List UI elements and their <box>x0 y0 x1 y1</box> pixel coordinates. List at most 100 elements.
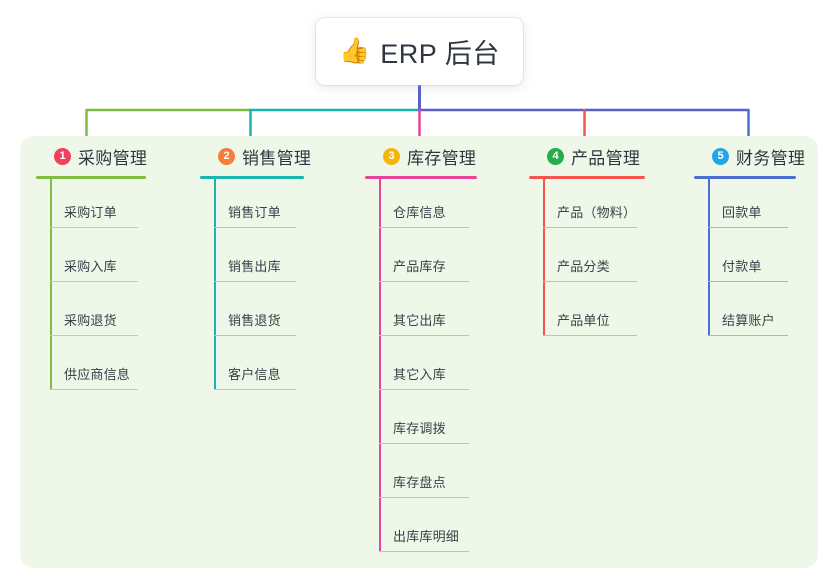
leaf-node-label: 产品单位 <box>557 313 610 328</box>
leaf-node-underline <box>543 226 637 228</box>
leaf-node-underline <box>379 442 469 444</box>
leaf-node[interactable]: 采购入库 <box>36 233 147 287</box>
leaf-node-label: 客户信息 <box>228 367 281 382</box>
leaf-node-label: 仓库信息 <box>393 205 446 220</box>
leaf-node[interactable]: 客户信息 <box>200 341 311 395</box>
leaf-node-underline <box>708 334 788 336</box>
branch-badge-5: 5 <box>712 147 729 165</box>
leaf-node-underline <box>50 334 138 336</box>
leaf-node-label: 库存盘点 <box>393 475 446 490</box>
leaf-node[interactable]: 出库库明细 <box>365 503 477 557</box>
branch-column-5: 5 财务管理回款单付款单结算账户 <box>694 143 805 341</box>
leaf-node-underline <box>379 280 469 282</box>
branch-items-1: 采购订单采购入库采购退货供应商信息 <box>36 179 147 395</box>
leaf-node-label: 产品库存 <box>393 259 446 274</box>
branch-rail-4 <box>543 179 545 336</box>
leaf-node-underline <box>379 226 469 228</box>
branch-badge-1: 1 <box>54 147 71 165</box>
branch-rail-2 <box>214 179 216 390</box>
leaf-node-underline <box>708 226 788 228</box>
page-title: ERP 后台 <box>380 39 500 69</box>
branch-column-3: 3 库存管理仓库信息产品库存其它出库其它入库库存调拨库存盘点出库库明细 <box>365 143 477 557</box>
leaf-node-underline <box>50 226 138 228</box>
leaf-node-underline <box>214 334 296 336</box>
leaf-node[interactable]: 采购订单 <box>36 179 147 233</box>
branch-header-5[interactable]: 5 财务管理 <box>694 143 805 169</box>
branch-rail-1 <box>50 179 52 390</box>
leaf-node-label: 销售出库 <box>228 259 281 274</box>
branch-badge-3: 3 <box>383 147 400 165</box>
leaf-node[interactable]: 供应商信息 <box>36 341 147 395</box>
leaf-node[interactable]: 销售出库 <box>200 233 311 287</box>
branch-header-2[interactable]: 2 销售管理 <box>200 143 311 169</box>
branch-header-4[interactable]: 4 产品管理 <box>529 143 645 169</box>
branch-underline-3 <box>365 176 477 179</box>
leaf-node-label: 回款单 <box>722 205 762 220</box>
branch-underline-4 <box>529 176 645 179</box>
branch-column-4: 4 产品管理产品（物料） 产品分类产品单位 <box>529 143 645 341</box>
branch-items-4: 产品（物料） 产品分类产品单位 <box>529 179 645 341</box>
leaf-node[interactable]: 产品库存 <box>365 233 477 287</box>
leaf-node[interactable]: 库存盘点 <box>365 449 477 503</box>
leaf-node[interactable]: 其它出库 <box>365 287 477 341</box>
leaf-node[interactable]: 产品单位 <box>529 287 645 341</box>
branch-items-2: 销售订单销售出库销售退货客户信息 <box>200 179 311 395</box>
branch-title-5: 财务管理 <box>736 148 806 168</box>
branch-items-3: 仓库信息产品库存其它出库其它入库库存调拨库存盘点出库库明细 <box>365 179 477 557</box>
branch-column-1: 1 采购管理采购订单采购入库采购退货供应商信息 <box>36 143 147 395</box>
leaf-node-label: 其它出库 <box>393 313 446 328</box>
leaf-node-label: 其它入库 <box>393 367 446 382</box>
leaf-node-underline <box>708 280 788 282</box>
leaf-node-underline <box>543 280 637 282</box>
leaf-node[interactable]: 销售退货 <box>200 287 311 341</box>
leaf-node[interactable]: 库存调拨 <box>365 395 477 449</box>
leaf-node-underline <box>50 280 138 282</box>
branch-underline-5 <box>694 176 796 179</box>
branch-title-4: 产品管理 <box>571 148 641 168</box>
leaf-node-label: 付款单 <box>722 259 762 274</box>
leaf-node-label: 库存调拨 <box>393 421 446 436</box>
leaf-node-underline <box>543 334 637 336</box>
leaf-node-underline <box>50 388 138 390</box>
branch-header-1[interactable]: 1 采购管理 <box>36 143 147 169</box>
branch-underline-2 <box>200 176 304 179</box>
leaf-node-label: 出库库明细 <box>393 529 460 544</box>
leaf-node[interactable]: 产品分类 <box>529 233 645 287</box>
leaf-node-underline <box>214 388 296 390</box>
leaf-node-label: 结算账户 <box>722 313 775 328</box>
root-node-card[interactable]: 👍 ERP 后台 <box>316 18 523 85</box>
leaf-node-underline <box>379 550 469 552</box>
leaf-node-label: 产品（物料） <box>557 205 637 220</box>
leaf-node[interactable]: 销售订单 <box>200 179 311 233</box>
leaf-node-underline <box>214 280 296 282</box>
branch-rail-5 <box>708 179 710 336</box>
branch-header-3[interactable]: 3 库存管理 <box>365 143 477 169</box>
branch-column-2: 2 销售管理销售订单销售出库销售退货客户信息 <box>200 143 311 395</box>
leaf-node-label: 销售退货 <box>228 313 281 328</box>
branch-title-1: 采购管理 <box>78 148 148 168</box>
leaf-node-label: 产品分类 <box>557 259 610 274</box>
leaf-node-label: 采购退货 <box>64 313 117 328</box>
branch-underline-1 <box>36 176 146 179</box>
leaf-node[interactable]: 仓库信息 <box>365 179 477 233</box>
leaf-node-underline <box>379 388 469 390</box>
leaf-node[interactable]: 其它入库 <box>365 341 477 395</box>
branch-rail-3 <box>379 179 381 552</box>
branch-title-3: 库存管理 <box>407 148 477 168</box>
leaf-node[interactable]: 采购退货 <box>36 287 147 341</box>
branch-title-2: 销售管理 <box>242 148 312 168</box>
leaf-node[interactable]: 结算账户 <box>694 287 805 341</box>
branch-badge-2: 2 <box>218 147 235 165</box>
leaf-node[interactable]: 产品（物料） <box>529 179 645 233</box>
branch-badge-4: 4 <box>547 147 564 165</box>
leaf-node[interactable]: 付款单 <box>694 233 805 287</box>
thumbs-up-icon: 👍 <box>339 37 371 65</box>
leaf-node[interactable]: 回款单 <box>694 179 805 233</box>
leaf-node-label: 采购订单 <box>64 205 117 220</box>
leaf-node-label: 供应商信息 <box>64 367 131 382</box>
content-panel <box>20 136 818 568</box>
leaf-node-label: 销售订单 <box>228 205 281 220</box>
